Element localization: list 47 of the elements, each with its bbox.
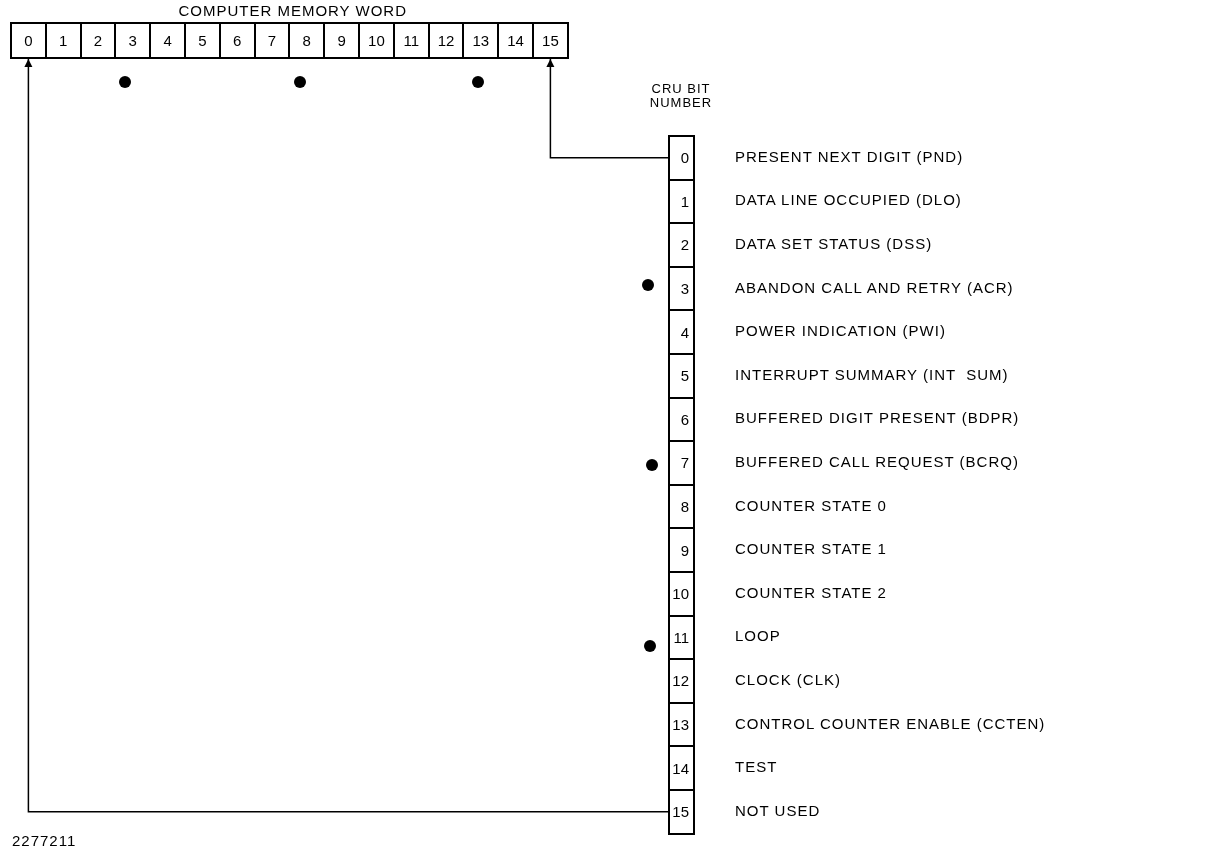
bit-description: COUNTER STATE 1	[735, 540, 887, 558]
cru-bit-cell: 15	[668, 789, 695, 835]
memory-bit-cell: 3	[114, 22, 152, 59]
connector-arrow	[546, 58, 669, 159]
memory-bit-cell: 0	[10, 22, 47, 59]
cru-bit-cell: 0	[668, 135, 695, 181]
memory-bit-cell: 5	[184, 22, 221, 59]
cru-bit-cell: 12	[668, 658, 695, 704]
cru-bit-cell: 9	[668, 527, 695, 573]
cru-bit-cell: 6	[668, 396, 695, 443]
cru-bit-cell: 5	[668, 353, 695, 399]
bit-description: BUFFERED CALL REQUEST (BCRQ)	[735, 453, 1019, 470]
connector-arrow	[24, 58, 669, 813]
cru-bit-cell: 10	[668, 571, 695, 617]
memory-bit-cell: 10	[358, 22, 395, 59]
cru-bit-cell: 13	[668, 701, 695, 748]
bit-description: ABANDON CALL AND RETRY (ACR)	[735, 278, 1014, 296]
memory-bit-cell: 14	[497, 22, 534, 59]
cru-bit-cell: 2	[668, 222, 695, 268]
bit-description: COUNTER STATE 2	[735, 583, 887, 601]
heading: COMPUTER MEMORY WORD	[178, 2, 407, 19]
cru-bit-cell: 8	[668, 483, 695, 530]
memory-bit-cell: 13	[462, 22, 500, 59]
cru-bit-cell: 7	[668, 440, 695, 486]
bit-description: POWER INDICATION (PWI)	[735, 322, 946, 340]
bit-description: DATA SET STATUS (DSS)	[735, 235, 933, 252]
cru-bit-cell: 1	[668, 178, 695, 225]
bit-description: CONTROL COUNTER ENABLE (CCTEN)	[735, 714, 1046, 732]
bit-description: LOOP	[735, 627, 781, 645]
memory-bit-cell: 4	[149, 22, 186, 59]
column-heading: CRU BIT NUMBER	[648, 82, 714, 110]
cru-bit-cell: 4	[668, 309, 695, 355]
bit-description: PRESENT NEXT DIGIT (PND)	[735, 147, 964, 165]
bit-description: BUFFERED DIGIT PRESENT (BDPR)	[735, 409, 1020, 427]
bit-description: INTERRUPT SUMMARY (INT SUM)	[735, 365, 1009, 383]
memory-bit-cell: 15	[532, 22, 569, 59]
bit-description: CLOCK (CLK)	[735, 671, 842, 688]
memory-bit-cell: 8	[288, 22, 326, 59]
cru-bit-cell: 14	[668, 745, 695, 791]
bit-description: COUNTER STATE 0	[735, 496, 887, 514]
cru-bit-cell: 11	[668, 614, 695, 661]
bit-description: TEST	[735, 758, 778, 776]
cru-bit-cell: 3	[668, 265, 695, 312]
memory-bit-cell: 9	[323, 22, 360, 59]
bit-description: DATA LINE OCCUPIED (DLO)	[735, 191, 962, 209]
bit-description: NOT USED	[735, 801, 821, 819]
figure-number: 2277211	[12, 832, 77, 849]
